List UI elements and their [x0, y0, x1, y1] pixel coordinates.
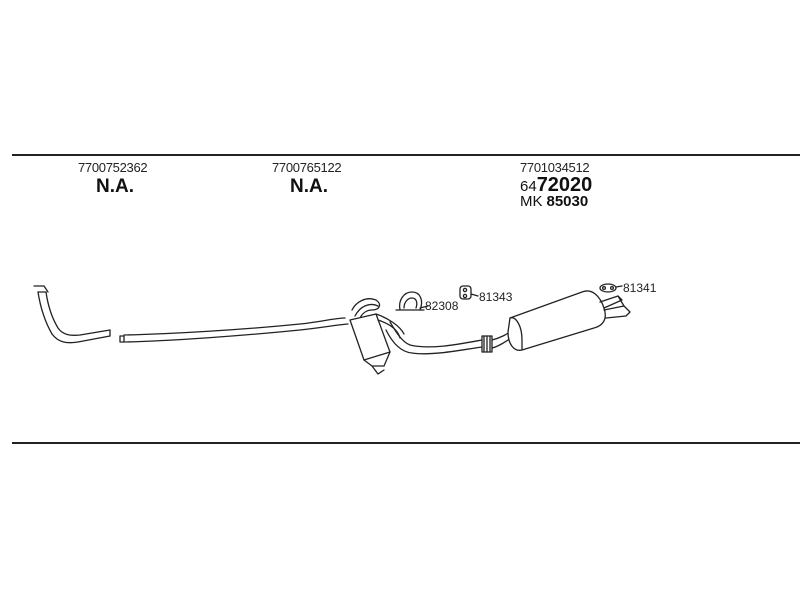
front-pipe [33, 285, 111, 344]
bottom-divider [12, 442, 800, 444]
middle-pipe [119, 317, 349, 343]
mk-label: MK [520, 193, 543, 210]
intermediate-pipe [385, 321, 515, 355]
clamp-82308-icon [395, 291, 429, 311]
part-number-front-pipe: 7700752362 [78, 160, 148, 175]
code-main: 72020 [536, 174, 593, 196]
callout-mount-81343: 81343 [479, 290, 513, 304]
status-front-pipe: N.A. [96, 176, 134, 197]
mount-81343-icon [459, 285, 479, 300]
code-prefix: 64 [520, 178, 537, 195]
rear-silencer [507, 290, 631, 351]
top-divider [12, 154, 800, 156]
part-number-rear-silencer: 7701034512 [520, 160, 590, 175]
mk-number: 85030 [546, 193, 589, 210]
mount-81341-icon [599, 283, 623, 293]
code-rear-silencer: 6472020 [520, 174, 592, 197]
callout-mount-81341: 81341 [623, 281, 657, 295]
callout-clamp-82308: 82308 [425, 299, 459, 313]
status-middle-section: N.A. [290, 176, 328, 197]
part-number-middle-section: 7700765122 [272, 160, 342, 175]
